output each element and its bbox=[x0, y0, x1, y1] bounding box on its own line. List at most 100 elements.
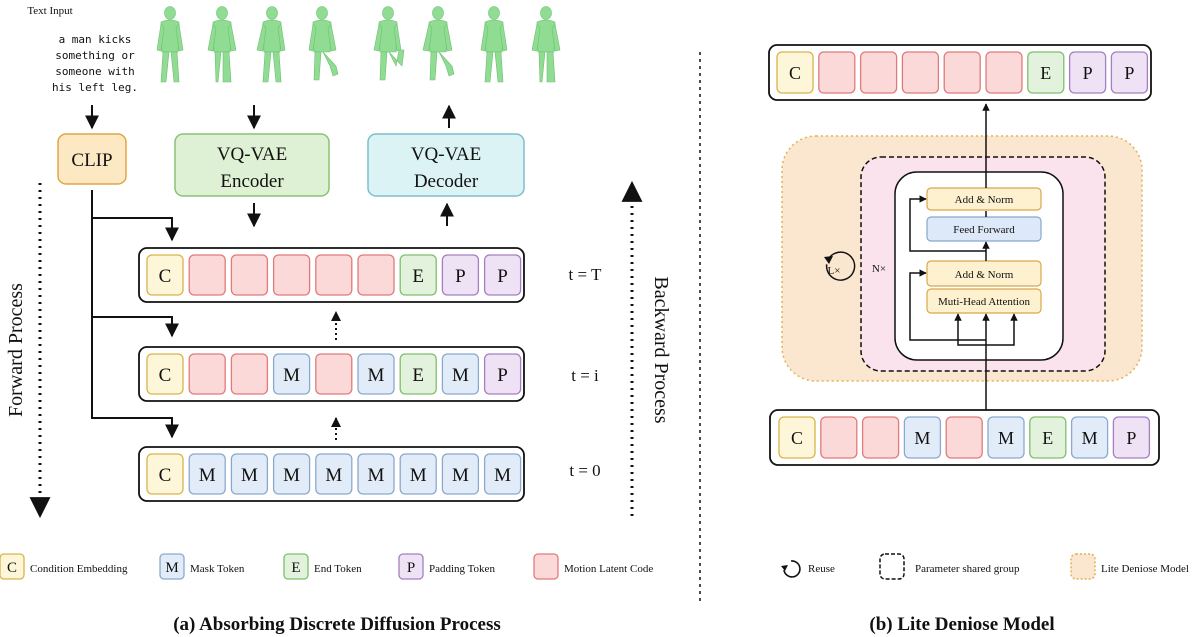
token-symbol: M bbox=[283, 465, 300, 486]
legend-shared-label: Parameter shared group bbox=[915, 563, 1020, 575]
attention-label: Muti-Head Attention bbox=[938, 296, 1030, 308]
prompt-line: a man kicks bbox=[59, 33, 132, 46]
token-motion-latent bbox=[188, 254, 226, 296]
residual-attention bbox=[909, 269, 986, 341]
token-motion-latent bbox=[315, 353, 353, 395]
token-padding bbox=[1068, 51, 1107, 94]
token-symbol: P bbox=[455, 266, 466, 287]
token-symbol: M bbox=[1082, 428, 1098, 448]
token-symbol: C bbox=[159, 465, 172, 486]
token-mask bbox=[1070, 416, 1109, 459]
token-condition bbox=[146, 353, 184, 395]
add-norm-box-bottom bbox=[926, 260, 1042, 287]
token-condition bbox=[776, 51, 814, 94]
token-symbol: C bbox=[159, 266, 172, 287]
token-motion-latent bbox=[230, 254, 269, 296]
token-mask bbox=[272, 353, 311, 395]
time-label-0: t = 0 bbox=[569, 461, 600, 480]
token-mask bbox=[903, 416, 942, 459]
token-motion-latent bbox=[859, 51, 898, 94]
human-figure bbox=[480, 6, 508, 83]
add-norm-box-top bbox=[926, 187, 1042, 211]
text-input-label: Text Input bbox=[27, 5, 72, 17]
flow-query bbox=[954, 313, 986, 346]
token-symbol: C bbox=[791, 428, 803, 448]
token-symbol: P bbox=[497, 365, 508, 386]
feed-forward-box bbox=[926, 216, 1042, 242]
token-symbol: M bbox=[283, 365, 300, 386]
token-condition bbox=[778, 416, 816, 459]
legend-b: Reuse Parameter shared group Lite Denios… bbox=[781, 553, 1189, 580]
legend-shared-swatch bbox=[879, 553, 905, 580]
human-figure bbox=[256, 6, 286, 83]
token-padding bbox=[1112, 416, 1151, 459]
token-end bbox=[1029, 416, 1067, 459]
decoder-label-line1: VQ-VAE bbox=[411, 144, 481, 165]
feed-forward-label: Feed Forward bbox=[953, 224, 1015, 236]
token-symbol: E bbox=[412, 266, 424, 287]
caption-b: (b) Lite Deniose Model bbox=[869, 614, 1054, 635]
legend-label: Condition Embedding bbox=[30, 563, 128, 575]
legend-swatch-mask bbox=[159, 553, 185, 580]
token-padding bbox=[1110, 51, 1149, 94]
add-norm-label-top: Add & Norm bbox=[955, 194, 1014, 206]
token-motion-latent bbox=[985, 51, 1023, 94]
token-mask bbox=[188, 453, 226, 495]
token-padding bbox=[441, 254, 480, 296]
backward-process-label: Backward Process bbox=[650, 276, 672, 423]
token-mask bbox=[272, 453, 311, 495]
token-symbol: M bbox=[998, 428, 1014, 448]
loop-label: L× bbox=[828, 265, 841, 277]
legend-label: Padding Token bbox=[429, 563, 495, 575]
motion-figures bbox=[156, 6, 561, 83]
prompt-line: something or bbox=[55, 49, 135, 62]
token-symbol: E bbox=[412, 365, 424, 386]
clip-branch-to-row-tT bbox=[92, 217, 179, 242]
token-mask bbox=[441, 353, 480, 395]
encoder-label-line1: VQ-VAE bbox=[217, 144, 287, 165]
text-input-prompt: a man kicks something or someone with hi… bbox=[52, 33, 138, 94]
legend-reuse-label: Reuse bbox=[808, 563, 835, 575]
legend-lite-label: Lite Deniose Model bbox=[1101, 563, 1189, 575]
token-padding bbox=[483, 353, 522, 395]
legend-label: Motion Latent Code bbox=[564, 563, 653, 575]
token-motion-latent bbox=[272, 254, 311, 296]
residual-ff bbox=[909, 195, 986, 252]
token-motion-latent bbox=[861, 416, 900, 459]
reuse-loop-icon bbox=[824, 251, 856, 281]
vq-vae-encoder-box bbox=[174, 133, 330, 197]
token-symbol: M bbox=[368, 465, 385, 486]
token-motion-latent bbox=[357, 254, 395, 296]
token-symbol: M bbox=[494, 465, 511, 486]
forward-process-label: Forward Process bbox=[5, 283, 27, 417]
prompt-line: his left leg. bbox=[52, 81, 138, 94]
encoder-label-line2: Encoder bbox=[220, 171, 284, 192]
token-motion-latent bbox=[820, 416, 858, 459]
legend-symbol: C bbox=[7, 560, 17, 576]
token-motion-latent bbox=[315, 254, 353, 296]
prompt-line: someone with bbox=[55, 65, 134, 78]
token-condition bbox=[146, 254, 184, 296]
token-motion-latent bbox=[901, 51, 940, 94]
human-figure bbox=[373, 6, 405, 81]
legend-symbol: E bbox=[291, 560, 300, 576]
token-motion-latent bbox=[818, 51, 856, 94]
token-symbol: M bbox=[199, 465, 216, 486]
token-end bbox=[399, 254, 437, 296]
token-symbol: M bbox=[452, 465, 469, 486]
token-end bbox=[1027, 51, 1065, 94]
token-symbol: P bbox=[497, 266, 508, 287]
multi-head-attention-box bbox=[926, 288, 1042, 314]
time-label-T: t = T bbox=[569, 265, 603, 284]
token-symbol: C bbox=[159, 365, 172, 386]
clip-label: CLIP bbox=[71, 150, 112, 171]
token-mask bbox=[315, 453, 353, 495]
human-figure bbox=[531, 6, 561, 83]
